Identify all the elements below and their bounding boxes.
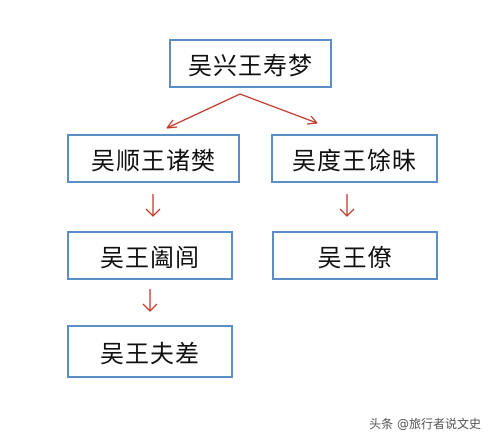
arrow-root-to-right1 bbox=[239, 93, 318, 124]
arrow-root-to-left1 bbox=[166, 93, 241, 129]
node-left3-label: 吴王夫差 bbox=[100, 340, 200, 368]
watermark-text: 头条 @旅行者说文史 bbox=[369, 417, 481, 431]
node-right1: 吴度王馀昧 bbox=[271, 134, 438, 183]
node-right2: 吴王僚 bbox=[272, 231, 438, 280]
node-left1: 吴顺王诸樊 bbox=[67, 134, 240, 183]
node-root-label: 吴兴王寿梦 bbox=[188, 52, 313, 80]
node-left2: 吴王阖闾 bbox=[67, 231, 233, 280]
node-left1-label: 吴顺王诸樊 bbox=[91, 147, 216, 175]
node-left2-label: 吴王阖闾 bbox=[100, 244, 200, 272]
node-root: 吴兴王寿梦 bbox=[169, 39, 332, 88]
node-left3: 吴王夫差 bbox=[67, 325, 233, 378]
node-right1-label: 吴度王馀昧 bbox=[292, 147, 417, 175]
node-right2-label: 吴王僚 bbox=[317, 244, 393, 272]
